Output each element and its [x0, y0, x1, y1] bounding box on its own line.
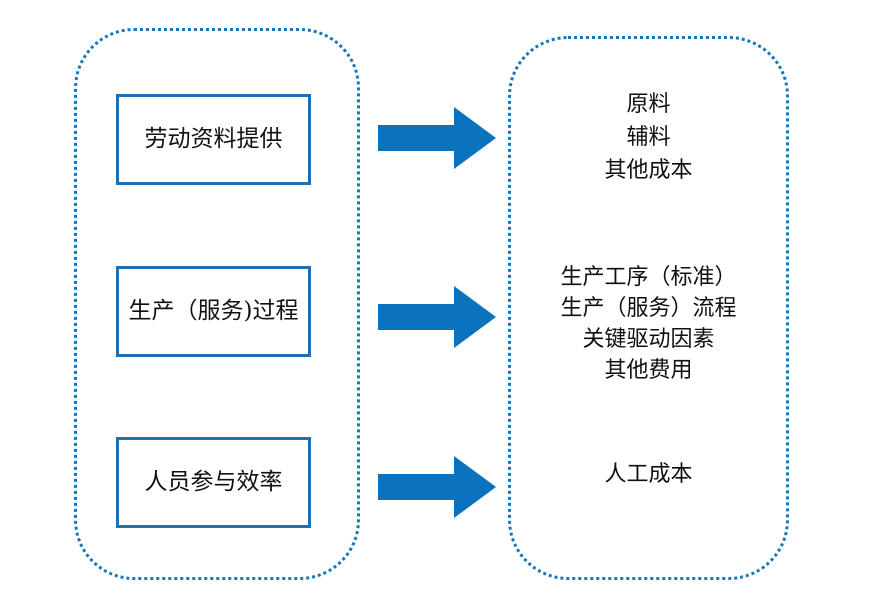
input-box-labor-materials[interactable]: 劳动资料提供: [116, 94, 311, 185]
output-group-labor-cost: 人工成本: [508, 458, 789, 491]
output-line: 其他成本: [604, 158, 693, 183]
output-line: 关键驱动因素: [582, 327, 715, 352]
input-box-personnel-efficiency[interactable]: 人员参与效率: [116, 437, 311, 528]
inputs-container: [74, 28, 360, 580]
output-line: 人工成本: [604, 462, 693, 487]
output-group-materials: 原料 辅料 其他成本: [508, 88, 789, 187]
output-line: 生产工序（标准）: [560, 265, 737, 290]
input-box-label: 生产（服务)过程: [128, 297, 299, 324]
input-box-label: 劳动资料提供: [144, 125, 283, 152]
input-box-label: 人员参与效率: [144, 468, 283, 495]
input-box-production-process[interactable]: 生产（服务)过程: [116, 266, 311, 357]
output-line: 其他费用: [604, 358, 693, 383]
right-block-arrow-icon: [378, 286, 496, 348]
output-line: 生产（服务）流程: [560, 296, 737, 321]
right-block-arrow-icon: [378, 107, 496, 169]
output-line: 辅料: [626, 125, 671, 150]
right-block-arrow-icon: [378, 456, 496, 518]
output-line: 原料: [626, 92, 671, 117]
outputs-container: [508, 36, 789, 580]
output-group-process: 生产工序（标准） 生产（服务）流程 关键驱动因素 其他费用: [508, 262, 789, 386]
